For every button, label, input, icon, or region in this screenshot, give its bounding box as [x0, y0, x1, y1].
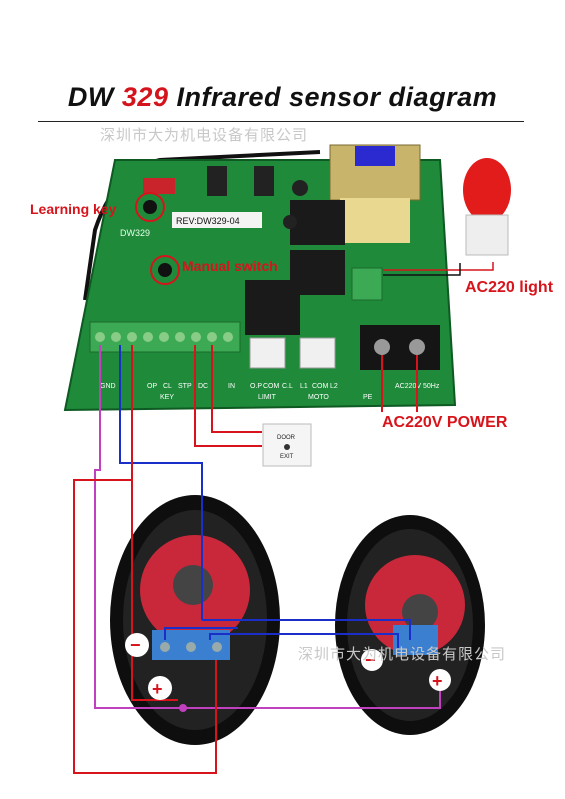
relay-3 — [245, 280, 300, 335]
transformer-base — [340, 198, 410, 243]
power-terminal — [360, 325, 440, 370]
sensor-left-lens — [173, 565, 213, 605]
control-board: REV:DW329-04 DW329 — [63, 144, 457, 412]
model-sticker — [172, 212, 262, 228]
exit-wire-2 — [211, 345, 262, 433]
exit-button-line1: DOOR — [277, 435, 296, 441]
door-exit-button: DOOR EXIT — [262, 423, 312, 467]
light-terminal — [351, 267, 383, 301]
sensor-left-screw-3 — [212, 642, 222, 652]
label-manual-switch: Manual switch — [182, 258, 278, 274]
wire-red-2 — [131, 480, 178, 701]
title-number: 329 — [121, 82, 169, 112]
title-underline — [38, 121, 524, 122]
moto-label: MOTO — [308, 394, 329, 401]
sensor-left-screw-1 — [160, 642, 170, 652]
potentiometer-left — [207, 166, 227, 196]
wire-blue-1 — [119, 345, 203, 620]
sensor-left-plus: + — [148, 676, 172, 700]
wire-junction-magenta — [179, 704, 187, 712]
label-learning-key: Learning key — [30, 201, 117, 217]
moto-connector — [299, 337, 336, 369]
exit-key-icon — [284, 444, 290, 450]
sensor-right-terminal — [393, 625, 438, 655]
learning-key-marker — [135, 192, 165, 222]
minus-text-left: − — [130, 635, 141, 655]
sensor-transmitter — [110, 495, 280, 745]
potentiometer-right — [254, 166, 274, 196]
limit-connector — [249, 337, 286, 369]
alarm-light-base — [465, 214, 509, 256]
wire-blue-2 — [202, 619, 411, 640]
terminal-label-6: O.P — [250, 383, 262, 390]
capacitor-1 — [292, 180, 308, 196]
plus-text-left: + — [152, 679, 163, 699]
pe-label: PE — [363, 394, 373, 401]
terminal-label-0: GND — [100, 383, 116, 390]
terminal-label-3: STP — [178, 383, 192, 390]
minus-text-right: − — [365, 650, 376, 670]
power-screw-2 — [409, 339, 425, 355]
manual-switch-button — [158, 263, 172, 277]
sensor-left-minus: − — [125, 633, 149, 657]
sensor-right-plus: + — [429, 669, 451, 691]
wire-red-1 — [73, 345, 217, 774]
alarm-light-dome — [463, 158, 511, 222]
label-ac220v-power: AC220V POWER — [382, 414, 508, 431]
sensor-right-lens — [402, 594, 438, 630]
page-title: DW 329 Infrared sensor diagram — [0, 82, 565, 113]
light-leader-red — [383, 262, 494, 271]
terminal-label-10: COM — [312, 383, 329, 390]
sensor-left-screw-2 — [186, 642, 196, 652]
wire-magenta-1 — [94, 345, 183, 709]
terminal-label-2: CL — [163, 383, 172, 390]
terminal-label-8: C.L — [282, 383, 293, 390]
learning-key-button — [143, 200, 157, 214]
exit-wire-1 — [194, 345, 262, 447]
light-leader-black — [383, 263, 461, 276]
terminal-screws — [95, 332, 233, 342]
wire-magenta-2 — [183, 690, 441, 709]
series-mark: DW329 — [120, 228, 150, 238]
power-screw-1 — [374, 339, 390, 355]
exit-button-line2: EXIT — [280, 454, 294, 460]
terminal-label-7: COM — [263, 383, 280, 390]
wire-blue-4 — [209, 633, 399, 648]
manual-switch-marker — [150, 255, 180, 285]
watermark-bottom: 深圳市大为机电设备有限公司 — [298, 645, 507, 663]
key-label: KEY — [160, 394, 174, 401]
alarm-light — [463, 158, 511, 256]
exit-button-plate — [262, 423, 312, 467]
watermark-top: 深圳市大为机电设备有限公司 — [100, 126, 309, 144]
relay-1 — [290, 200, 345, 245]
terminal-label-1: OP — [147, 383, 157, 390]
terminal-label-11: L2 — [330, 383, 338, 390]
terminal-label-9: L1 — [300, 383, 308, 390]
dip-switch — [143, 178, 175, 194]
terminal-label-4: DC — [198, 383, 208, 390]
terminal-label-5: IN — [228, 383, 235, 390]
transformer-cap — [355, 146, 395, 166]
buzzer — [283, 215, 297, 229]
sensor-right-minus: − — [361, 649, 383, 671]
model-sticker-text: REV:DW329-04 — [176, 216, 240, 226]
title-prefix: DW — [67, 82, 114, 112]
label-ac220-light: AC220 light — [465, 279, 554, 296]
plus-text-right: + — [432, 671, 443, 691]
title-suffix: Infrared sensor diagram — [176, 82, 498, 112]
limit-label: LIMIT — [258, 394, 277, 401]
wire-blue-3 — [164, 627, 238, 640]
